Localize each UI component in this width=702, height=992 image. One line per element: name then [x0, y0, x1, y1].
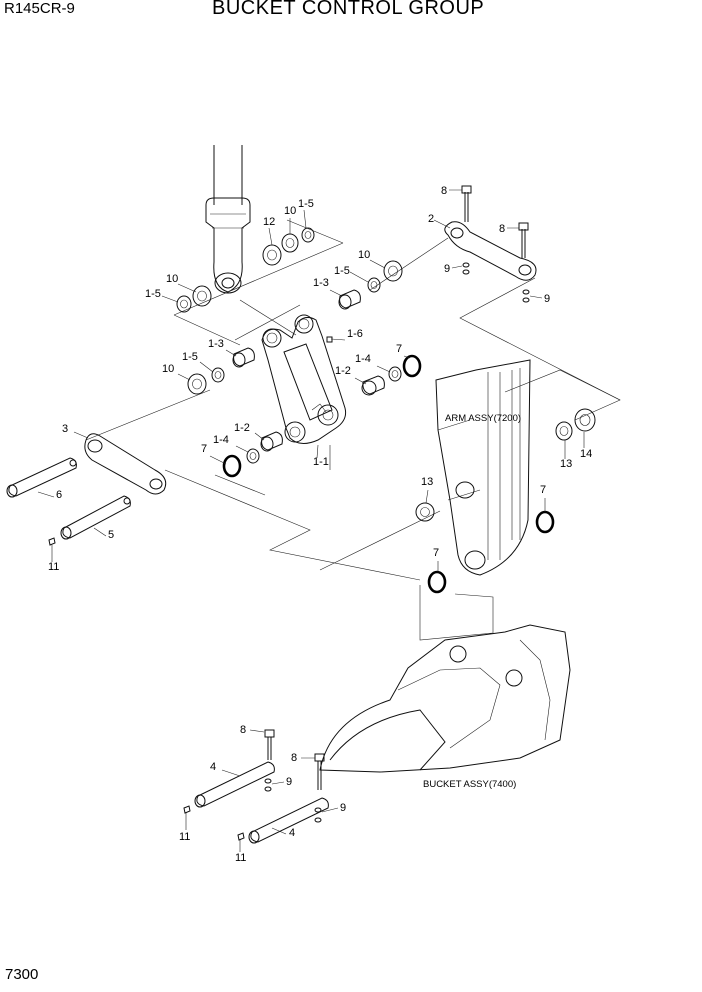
callout-6: 6: [56, 489, 62, 501]
link-3: [84, 433, 167, 495]
pin-4-a: [194, 729, 275, 808]
callout-1-5: 1-5: [334, 265, 350, 277]
callout-1-5: 1-5: [145, 288, 161, 300]
arm-assy-note: ARM ASSY(7200): [445, 413, 521, 424]
washers-upper-left: [176, 227, 315, 313]
page-title: BUCKET CONTROL GROUP: [212, 0, 485, 19]
callout-9: 9: [340, 802, 346, 814]
callout-7: 7: [201, 443, 207, 455]
callout-10: 10: [284, 205, 296, 217]
bucket: [319, 624, 571, 773]
callout-1-5: 1-5: [182, 351, 198, 363]
callout-10: 10: [358, 249, 370, 261]
callout-1-4: 1-4: [355, 353, 371, 365]
callout-11: 11: [48, 561, 59, 573]
bucket-assy-note: BUCKET ASSY(7400): [423, 779, 516, 790]
model-code: R145CR-9: [4, 0, 75, 17]
callout-1-6: 1-6: [347, 328, 363, 340]
callout-12: 12: [263, 216, 275, 228]
callout-13: 13: [560, 458, 572, 470]
callout-1-1: 1-1: [313, 456, 329, 468]
callout-1-4: 1-4: [213, 434, 229, 446]
cylinder-rod: [205, 145, 251, 294]
callout-9: 9: [286, 776, 292, 788]
callout-1-5: 1-5: [298, 198, 314, 210]
callout-8: 8: [240, 724, 246, 736]
callout-11: 11: [179, 831, 190, 843]
callout-8: 8: [291, 752, 297, 764]
callout-4: 4: [289, 827, 295, 839]
callout-leaders: [37, 189, 585, 852]
callout-7: 7: [396, 343, 402, 355]
callout-4: 4: [210, 761, 216, 773]
pin-6: [6, 457, 77, 498]
page-number: 7300: [5, 966, 39, 983]
callout-8: 8: [441, 185, 447, 197]
bushings: [232, 289, 385, 452]
callout-13: 13: [421, 476, 433, 488]
callout-1-2: 1-2: [335, 365, 351, 377]
callout-8: 8: [499, 223, 505, 235]
callout-11: 11: [235, 852, 246, 864]
callout-5: 5: [108, 529, 114, 541]
callout-labels: 8 2 8 9 9 12 10 1-5 10 1-5 10 1-5 1-3 1-…: [48, 185, 592, 864]
callout-7: 7: [540, 484, 546, 496]
callout-1-3: 1-3: [313, 277, 329, 289]
callout-2: 2: [428, 213, 434, 225]
callout-14: 14: [580, 448, 592, 460]
link-2: [444, 185, 537, 303]
callout-7: 7: [433, 547, 439, 559]
callout-10: 10: [166, 273, 178, 285]
pin-5: [60, 495, 131, 540]
callout-9: 9: [544, 293, 550, 305]
callout-1-2: 1-2: [234, 422, 250, 434]
pin-4-b: [248, 753, 329, 844]
callout-3: 3: [62, 423, 68, 435]
callout-10: 10: [162, 363, 174, 375]
arm-assembly: [435, 359, 531, 576]
link-1-1: [261, 314, 347, 444]
callout-9: 9: [444, 263, 450, 275]
callout-1-3: 1-3: [208, 338, 224, 350]
washers-upper-right: [367, 260, 403, 293]
